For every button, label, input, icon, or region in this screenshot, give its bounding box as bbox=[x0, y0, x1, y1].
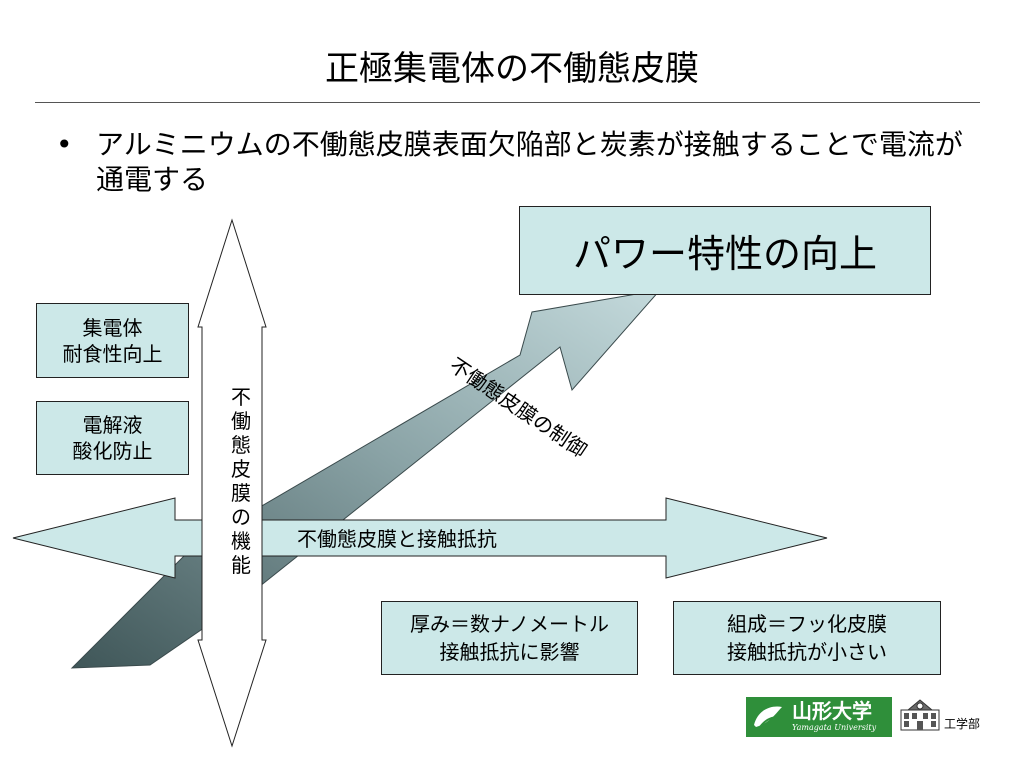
leaf-icon bbox=[754, 706, 782, 728]
electrolyte-line-2: 酸化防止 bbox=[72, 439, 153, 463]
university-logo: 山形大学 Yamagata University bbox=[746, 697, 892, 737]
horizontal-arrow-label: 不働態皮膜と接触抵抗 bbox=[297, 527, 497, 551]
vertical-label-char: 膜 bbox=[231, 481, 251, 505]
vertical-label-char: 能 bbox=[231, 553, 251, 577]
vertical-label-char: 皮 bbox=[231, 457, 251, 481]
vertical-arrow-label: 不 働 態 皮 膜 の 機 能 bbox=[226, 385, 256, 577]
bullet-marker: • bbox=[56, 128, 73, 161]
logo-subtitle: Yamagata University bbox=[792, 723, 877, 732]
collector-line-1: 集電体 bbox=[82, 315, 143, 340]
composition-line-1: 組成＝フッ化皮膜 bbox=[727, 612, 887, 636]
faculty-label: 工学部 bbox=[944, 717, 981, 731]
vertical-label-char: 態 bbox=[231, 433, 251, 457]
title-divider bbox=[35, 102, 980, 103]
collector-box: 集電体 耐食性向上 bbox=[36, 303, 189, 378]
collector-line-2: 耐食性向上 bbox=[62, 341, 163, 366]
power-improvement-box: パワー特性の向上 bbox=[519, 206, 931, 295]
vertical-arrow bbox=[197, 218, 267, 748]
thickness-line-1: 厚み＝数ナノメートル bbox=[410, 612, 609, 636]
horizontal-arrow bbox=[12, 497, 828, 579]
electrolyte-line-1: 電解液 bbox=[82, 413, 143, 437]
vertical-label-char: の bbox=[231, 505, 251, 529]
thickness-line-2: 接触抵抗に影響 bbox=[439, 640, 580, 664]
vertical-label-char: 不 bbox=[231, 385, 251, 409]
composition-line-2: 接触抵抗が小さい bbox=[727, 640, 887, 664]
bullet-text: アルミニウムの不働態皮膜表面欠陥部と炭素が接触することで電流が通電する bbox=[96, 128, 963, 196]
thickness-box: 厚み＝数ナノメートル 接触抵抗に影響 bbox=[381, 601, 638, 675]
building-icon bbox=[900, 699, 940, 731]
logo-name: 山形大学 bbox=[792, 699, 872, 723]
vertical-label-char: 働 bbox=[231, 409, 251, 433]
slide-title: 正極集電体の不働態皮膜 bbox=[325, 49, 699, 89]
power-improvement-label: パワー特性の向上 bbox=[572, 232, 877, 276]
composition-box: 組成＝フッ化皮膜 接触抵抗が小さい bbox=[673, 601, 941, 675]
vertical-label-char: 機 bbox=[231, 529, 251, 553]
electrolyte-box: 電解液 酸化防止 bbox=[36, 401, 189, 475]
